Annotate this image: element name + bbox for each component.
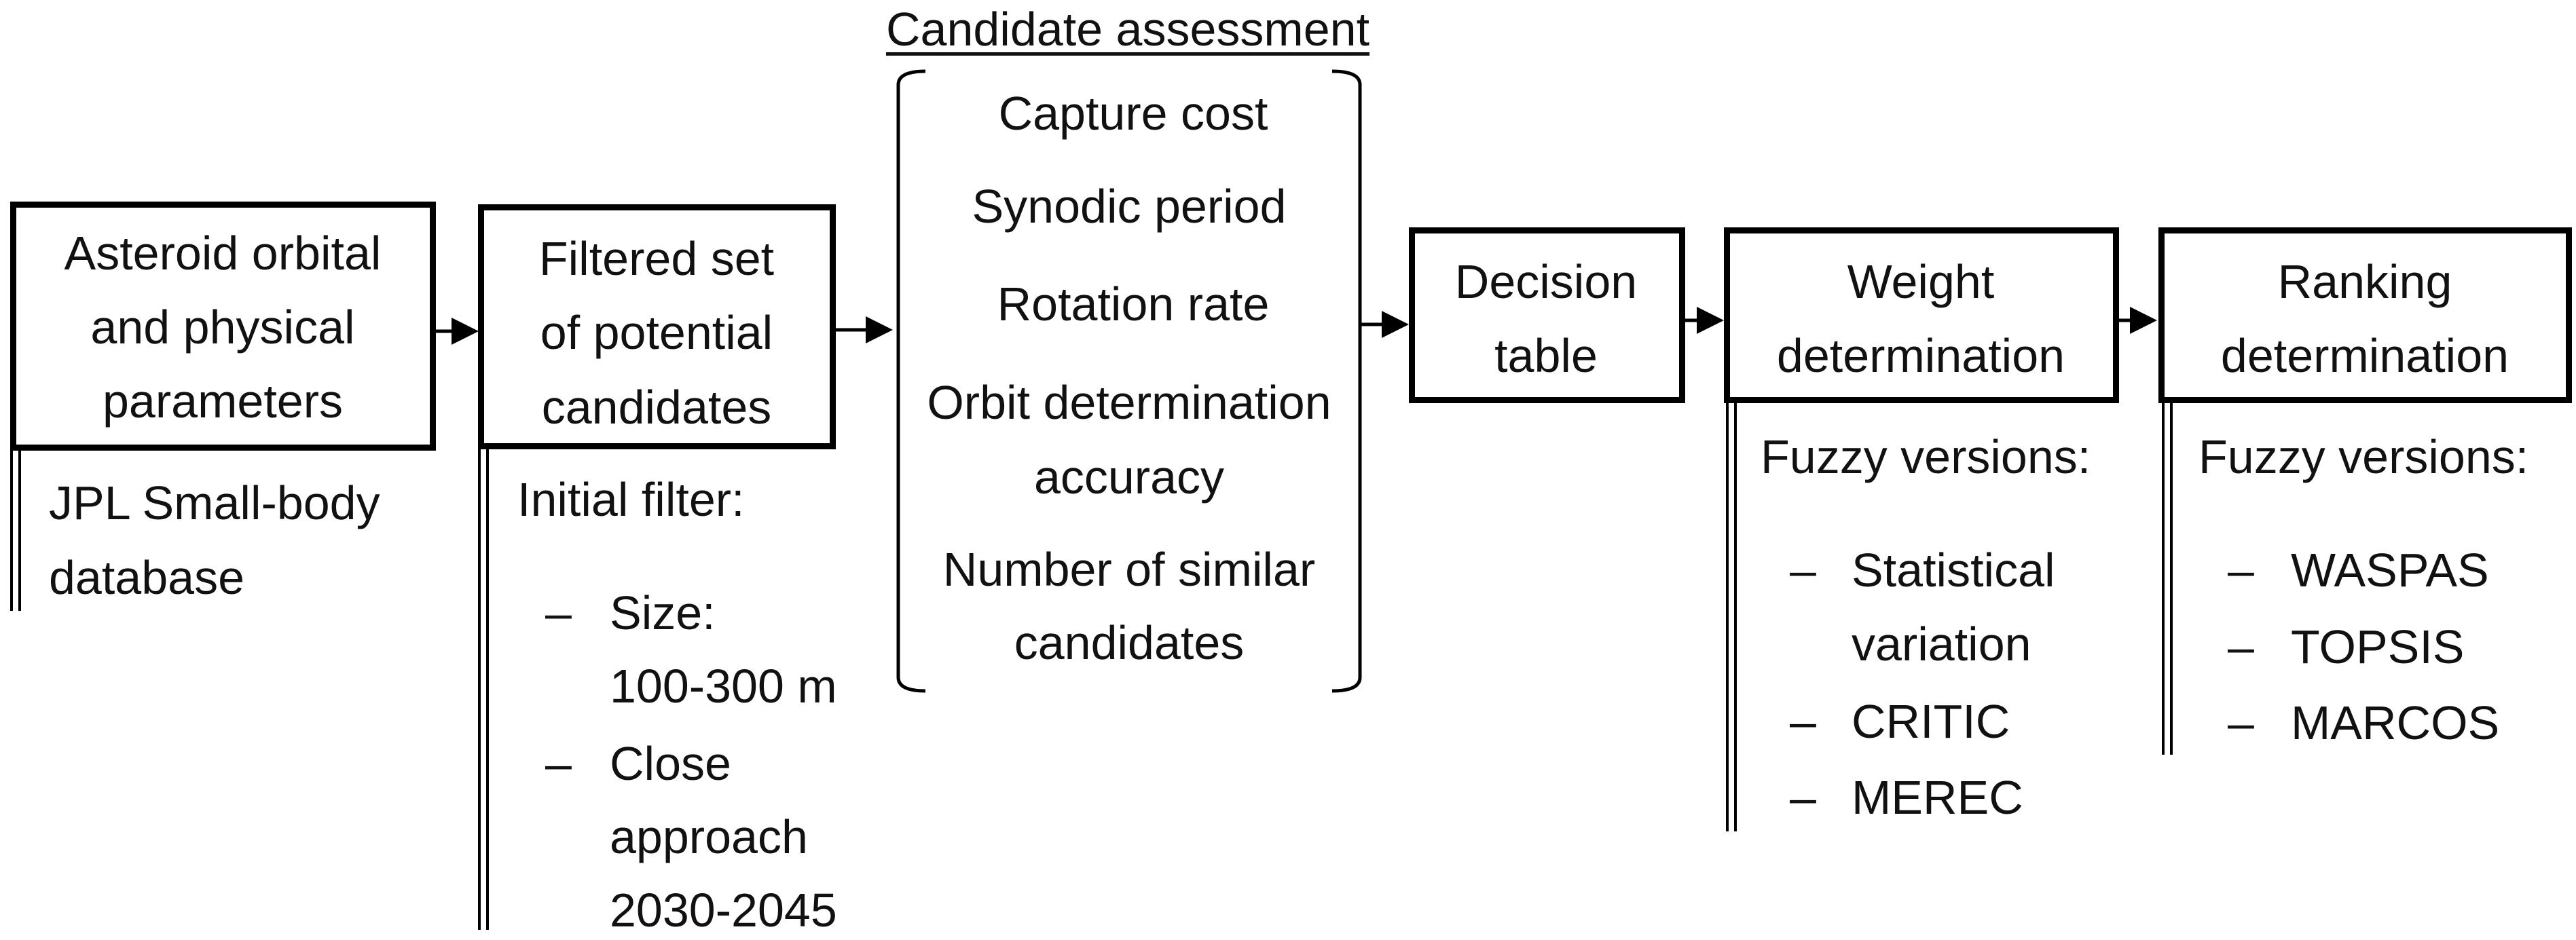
box-weight-determination (1724, 227, 2119, 403)
filter-heading: Initial filter: (517, 473, 745, 526)
box-ranking-line1: Ranking (2277, 255, 2452, 308)
box-weight-line2: determination (1776, 329, 2065, 382)
box-asteroid-line3: parameters (102, 375, 344, 428)
box-filtered-candidates (478, 204, 836, 449)
filter-item1-line1: Size: (610, 586, 716, 639)
filter-item1-line2: 100-300 m (610, 660, 837, 713)
box-filtered-line1: Filtered set (538, 232, 775, 285)
filter-item2-line1: Close (610, 737, 731, 790)
ranking-item3: MARCOS (2291, 696, 2500, 749)
double-line-ranking (2162, 402, 2173, 755)
box-filtered-line3: candidates (541, 381, 772, 434)
criterion-similar-candidates-line2: candidates (1014, 616, 1245, 669)
weights-dash-2: – (1790, 695, 1816, 748)
ranking-heading: Fuzzy versions: (2198, 430, 2529, 483)
box-weight-line1: Weight (1847, 255, 1995, 308)
criterion-similar-candidates-line1: Number of similar (942, 543, 1316, 596)
weights-item3: MEREC (1852, 771, 2023, 824)
box-asteroid-parameters (10, 202, 436, 451)
criterion-synodic-period: Synodic period (972, 180, 1287, 233)
double-line-source (10, 449, 21, 611)
double-line-weights (1726, 402, 1737, 831)
weights-dash-1: – (1790, 544, 1816, 597)
weights-item1-line1: Statistical (1852, 544, 2055, 597)
box-decision-table (1409, 227, 1685, 403)
filter-item2-line2: approach (610, 810, 808, 863)
box-filtered-line2: of potential (540, 306, 773, 359)
weights-item2: CRITIC (1852, 695, 2010, 748)
right-bracket (1331, 69, 1362, 693)
double-line-filter (478, 449, 489, 930)
filter-item2-line3: 2030-2045 (610, 884, 837, 937)
criterion-rotation-rate: Rotation rate (997, 278, 1270, 331)
weights-item1-line2: variation (1852, 618, 2031, 671)
ranking-dash-3: – (2228, 696, 2254, 749)
box-ranking-determination (2158, 227, 2572, 403)
criterion-orbit-determination: Orbit determination (927, 376, 1331, 429)
ranking-item1: WASPAS (2291, 544, 2489, 597)
assessment-heading: Candidate assessment (885, 3, 1370, 56)
box-asteroid-line1: Asteroid orbital (64, 227, 382, 280)
left-bracket (896, 69, 926, 693)
weights-dash-3: – (1790, 771, 1816, 824)
ranking-dash-1: – (2228, 544, 2254, 597)
source-note-line1: JPL Small-body (49, 476, 380, 529)
box-decision-line1: Decision (1454, 255, 1638, 308)
box-decision-line2: table (1494, 329, 1598, 382)
filter-dash-1: – (545, 586, 572, 639)
criterion-capture-cost: Capture cost (998, 87, 1268, 140)
ranking-dash-2: – (2228, 620, 2254, 673)
weights-heading: Fuzzy versions: (1761, 430, 2091, 483)
criterion-accuracy: accuracy (1033, 451, 1225, 504)
box-asteroid-line2: and physical (90, 301, 355, 354)
box-ranking-line2: determination (2220, 329, 2509, 382)
source-note-line2: database (49, 551, 245, 604)
ranking-item2: TOPSIS (2291, 620, 2465, 673)
filter-dash-2: – (545, 737, 572, 790)
